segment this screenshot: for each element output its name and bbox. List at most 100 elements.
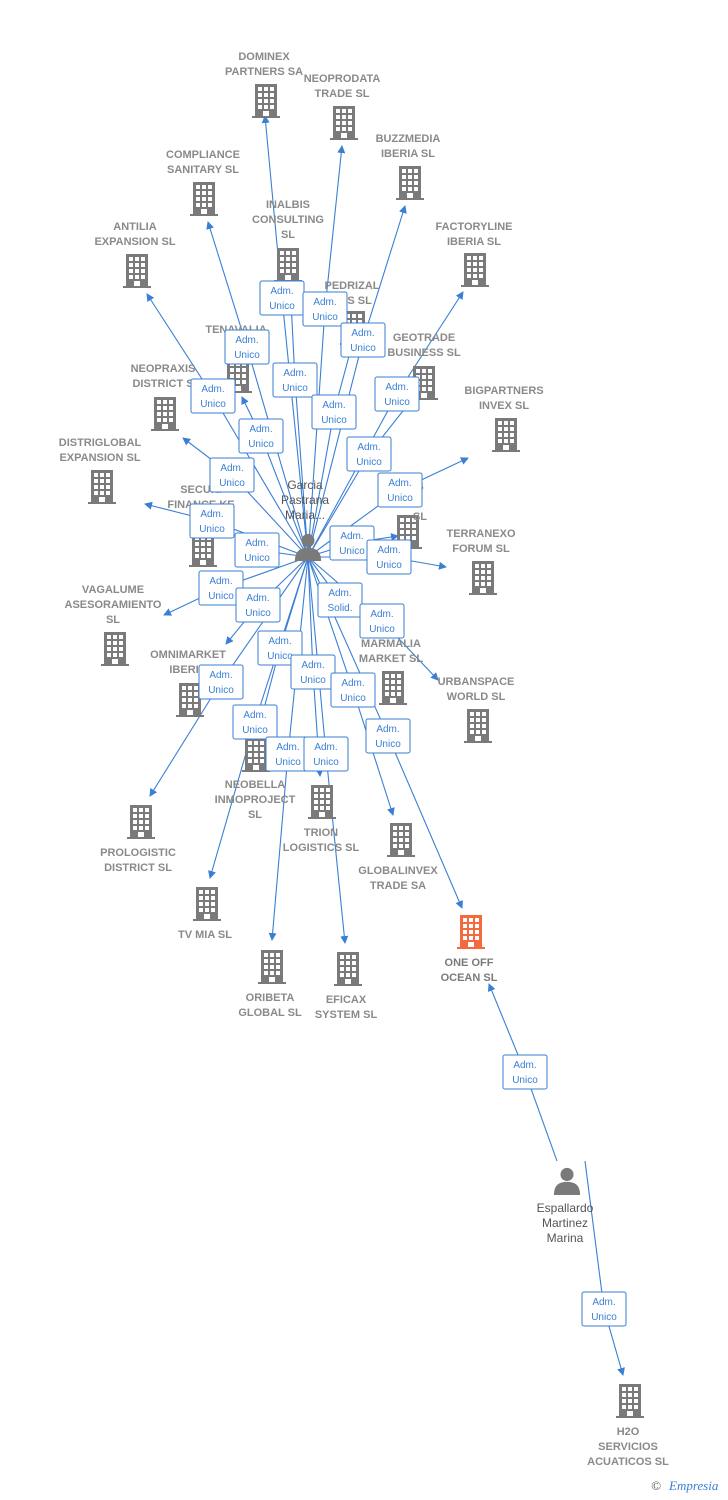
role-badge[interactable]: Adm.Unico: [502, 1054, 548, 1090]
role-badge[interactable]: Adm.Unico: [311, 394, 357, 430]
role-badge-text: Unico: [219, 478, 245, 489]
role-badge[interactable]: Adm.Unico: [366, 539, 412, 575]
role-badge[interactable]: Adm.Unico: [374, 376, 420, 412]
role-badge-text: Unico: [248, 439, 274, 450]
role-badge-text: Unico: [269, 301, 295, 312]
building-icon: [461, 253, 489, 287]
role-badge-text: Unico: [245, 608, 271, 619]
building-icon: [464, 709, 492, 743]
role-badge[interactable]: Adm.Unico: [265, 736, 311, 772]
role-badge-text: Adm.: [377, 545, 400, 556]
role-badge[interactable]: Adm.Unico: [346, 436, 392, 472]
role-badge[interactable]: Adm.Unico: [290, 654, 336, 690]
role-badge[interactable]: Adm.Unico: [272, 362, 318, 398]
role-badge-text: Unico: [350, 343, 376, 354]
person-icon: [553, 1167, 581, 1195]
building-icon: [334, 952, 362, 986]
role-badge[interactable]: Adm.Unico: [189, 503, 235, 539]
role-badge-text: Adm.: [357, 442, 380, 453]
role-badge-text: Adm.: [245, 538, 268, 549]
role-badge-text: Adm.: [243, 710, 266, 721]
building-icon: [274, 248, 302, 282]
building-icon: [258, 950, 286, 984]
role-badge-text: Adm.: [209, 670, 232, 681]
role-badge[interactable]: Adm.Unico: [259, 280, 305, 316]
building-icon: [127, 805, 155, 839]
building-icon: [396, 166, 424, 200]
role-badge[interactable]: Adm.Solid.: [317, 582, 363, 618]
building-icon: [330, 106, 358, 140]
role-badge[interactable]: Adm.Unico: [232, 704, 278, 740]
role-badge-text: Unico: [369, 624, 395, 635]
role-badge[interactable]: Adm.Unico: [581, 1291, 627, 1327]
building-icon: [151, 397, 179, 431]
role-badge[interactable]: Adm.Unico: [235, 587, 281, 623]
role-badge[interactable]: Adm.Unico: [198, 664, 244, 700]
role-badge[interactable]: Adm.Unico: [377, 472, 423, 508]
role-badge[interactable]: Adm. Unico: [190, 378, 236, 414]
role-badge[interactable]: Adm.Unico: [224, 329, 270, 365]
building-icon: [379, 671, 407, 705]
role-badge-text: Adm.: [220, 463, 243, 474]
building-icon: [252, 84, 280, 118]
building-icon: [387, 823, 415, 857]
role-badge[interactable]: Adm.Unico: [234, 532, 280, 568]
role-badge-text: Unico: [384, 397, 410, 408]
role-badge[interactable]: Adm.Unico: [302, 291, 348, 327]
role-badge-text: Unico: [199, 524, 225, 535]
role-badge[interactable]: Adm.Unico: [238, 418, 284, 454]
role-badge-text: Adm.: [513, 1060, 536, 1071]
role-badge-text: Adm.: [328, 588, 351, 599]
role-badge-text: Unico: [200, 399, 226, 410]
role-badge-text: Unico: [282, 383, 308, 394]
role-badge[interactable]: Adm. Unico: [209, 457, 255, 493]
role-badge-text: Adm.: [201, 384, 224, 395]
building-icon: [492, 418, 520, 452]
company-node-tvmia[interactable]: TV MIA SL: [178, 887, 232, 941]
role-badge-text: Unico: [234, 350, 260, 361]
building-icon: [88, 470, 116, 504]
role-badge[interactable]: Adm.Unico: [365, 718, 411, 754]
role-badge[interactable]: Adm.Unico: [340, 322, 386, 358]
role-badge[interactable]: Adm.Unico: [329, 525, 375, 561]
role-badge[interactable]: Adm.Unico: [359, 603, 405, 639]
role-badge[interactable]: Adm.Unico: [330, 672, 376, 708]
role-badge[interactable]: Adm.Unico: [303, 736, 349, 772]
